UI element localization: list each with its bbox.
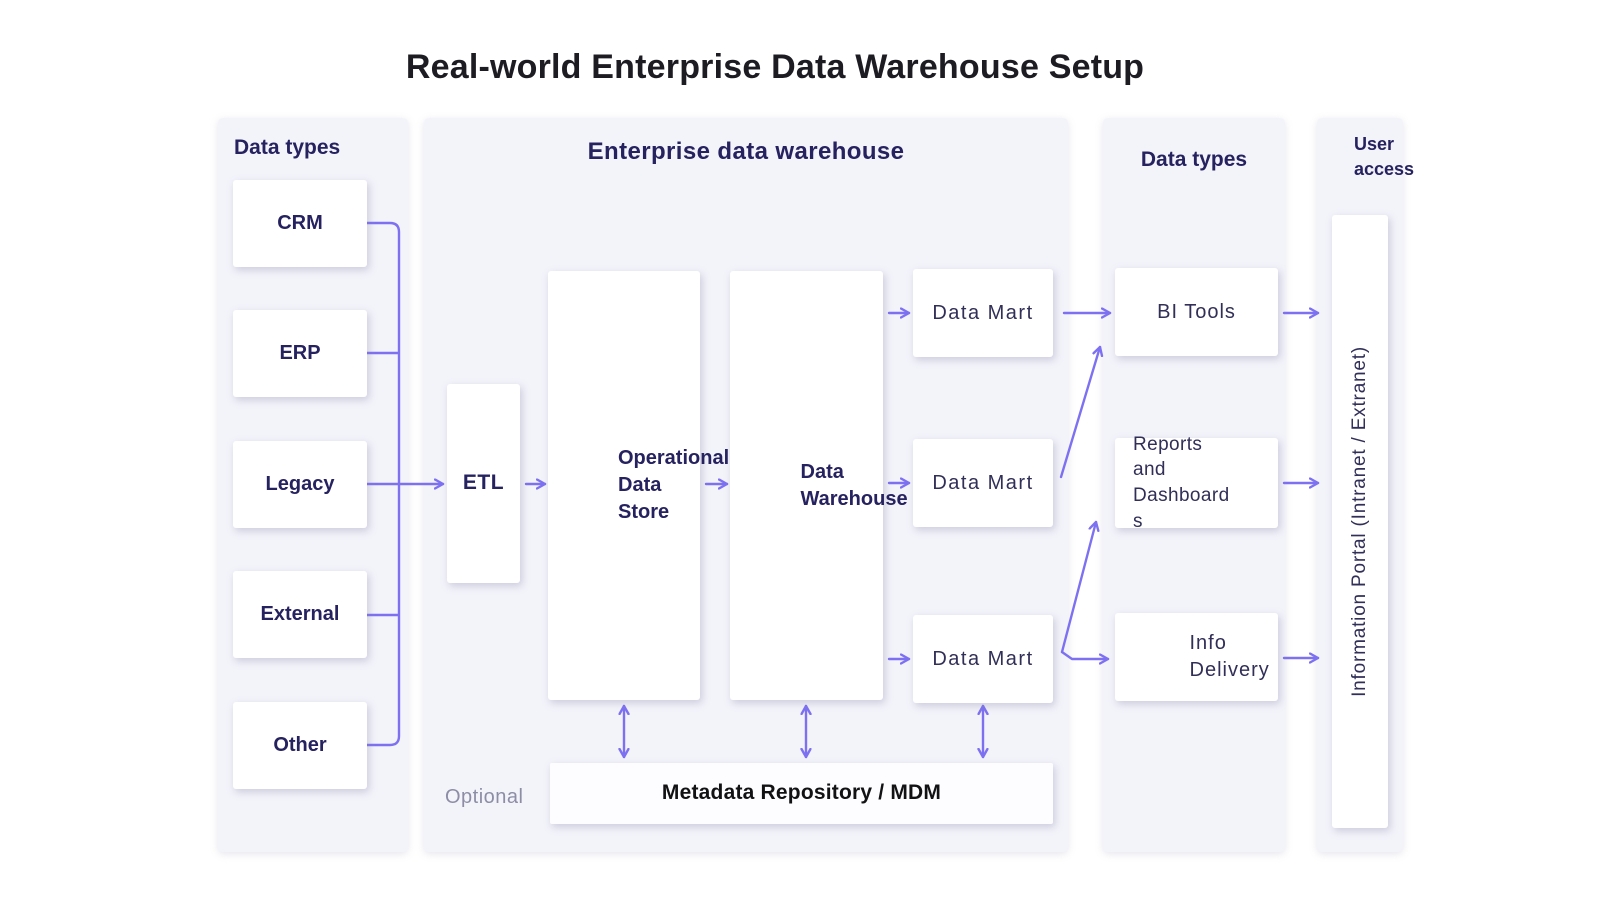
box-erp: ERP [233,310,367,397]
box-bi-tools: BI Tools [1115,268,1278,356]
box-data-mart-1: Data Mart [913,269,1053,357]
box-ods-label: Operational Data Store [618,447,730,523]
box-other-label: Other [273,734,327,756]
heading-user-access-label: User access [1354,134,1415,180]
heading-enterprise-data-warehouse: Enterprise data warehouse [587,138,905,165]
box-operational-data-store: Operational Data Store [548,271,730,700]
box-metadata-repository-label: Metadata Repository / MDM [661,781,942,805]
heading-user-access: User access [1317,132,1415,182]
box-reports-and-dashboards: Reports and Dashboards [1115,434,1278,532]
box-etl-label: ETL [462,471,505,495]
diagram-title: Real-world Enterprise Data Warehouse Set… [405,48,1145,86]
box-crm-label: CRM [277,212,323,234]
box-metadata-repository: Metadata Repository / MDM [550,763,1053,824]
box-data-mart-2-label: Data Mart [932,471,1034,494]
box-data-warehouse: Data Warehouse [730,271,908,700]
optional-label: Optional [445,786,524,808]
box-data-mart-1-label: Data Mart [932,301,1034,324]
arrow-datamart3-to-infodelivery [1060,650,1110,659]
box-information-portal: Information Portal (Intranet / Extranet) [1332,215,1388,828]
box-information-portal-label: Information Portal (Intranet / Extranet) [1349,346,1370,697]
box-info-delivery: Info Delivery [1115,613,1278,701]
box-crm: CRM [233,180,367,267]
box-data-warehouse-label: Data Warehouse [800,460,908,510]
box-other: Other [233,702,367,789]
box-data-mart-3: Data Mart [913,615,1053,703]
box-external-label: External [260,603,340,625]
box-data-mart-3-label: Data Mart [932,647,1034,670]
box-reports-and-dashboards-label: Reports and Dashboards [1133,433,1230,532]
box-etl: ETL [447,384,520,583]
box-legacy-label: Legacy [265,473,335,495]
box-external: External [233,571,367,658]
box-data-mart-2: Data Mart [913,439,1053,527]
box-erp-label: ERP [279,342,321,364]
heading-output-data-types: Data types [1140,148,1248,171]
heading-source-data-types: Data types [234,136,341,159]
box-info-delivery-label: Info Delivery [1189,632,1270,681]
box-legacy: Legacy [233,441,367,528]
box-bi-tools-label: BI Tools [1157,300,1236,323]
